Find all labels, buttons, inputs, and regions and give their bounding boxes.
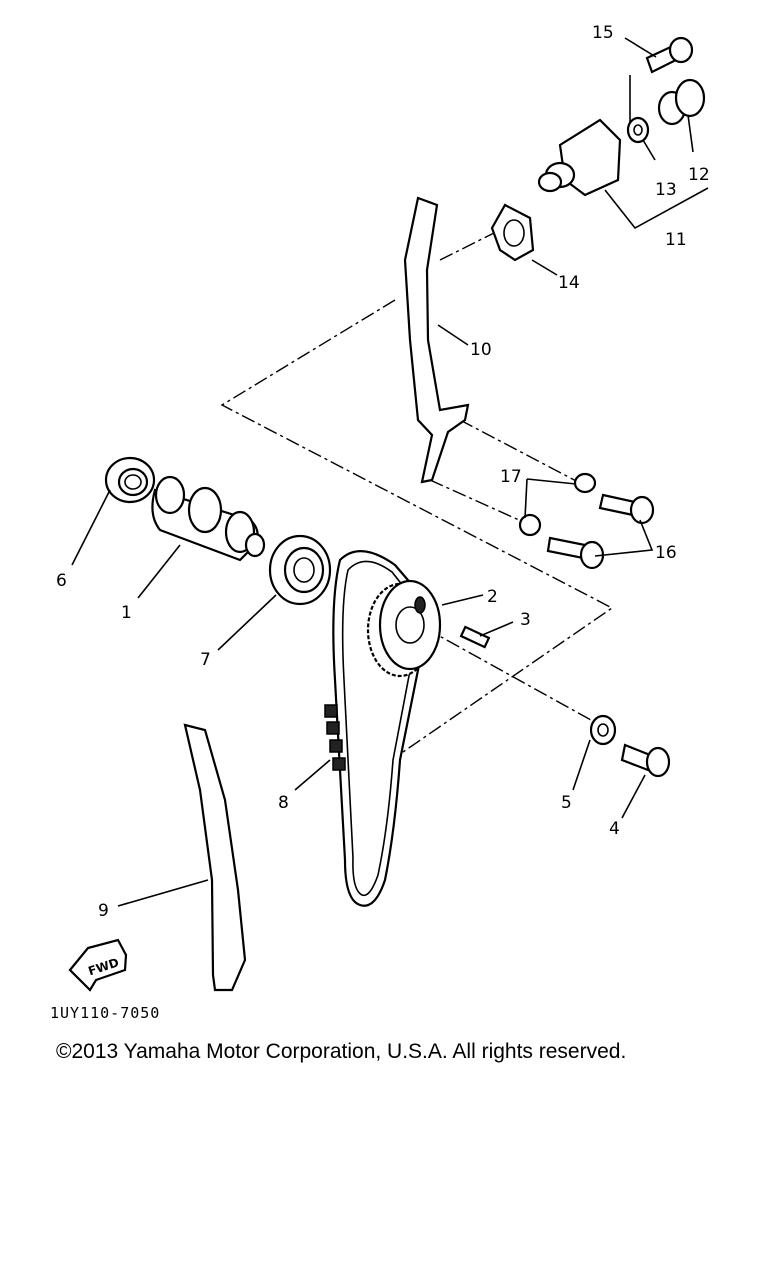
callout-15: 15 [592,23,614,43]
fwd-arrow-icon: FWD [68,938,128,992]
washer-5 [589,714,617,746]
camshaft [151,475,266,562]
washer-13 [626,116,650,144]
callout-5: 5 [561,793,572,813]
callout-14: 14 [558,273,580,293]
callout-1: 1 [121,603,132,623]
callout-7: 7 [200,650,211,670]
chain-guide [183,723,247,992]
gasket [490,203,535,262]
callout-10: 10 [470,340,492,360]
bolt-15 [645,36,694,74]
callout-17: 17 [500,467,522,487]
dowel-pin [459,625,491,649]
callout-8: 8 [278,793,289,813]
cam-sprocket [366,579,442,678]
diagram-code: 1UY110-7050 [50,1004,161,1022]
callout-4: 4 [609,819,620,839]
washer-17-lower [518,513,542,537]
bolt-4 [620,743,671,778]
assembly-lines [220,75,631,753]
camshaft-chain-diagram: FWD 1 2 3 4 5 6 7 8 9 10 11 12 13 14 15 … [56,23,710,992]
leader-lines [71,37,709,907]
callout-3: 3 [520,610,531,630]
tensioner-assembly [537,118,622,197]
bearing-small [104,456,156,504]
callout-13: 13 [655,180,677,200]
tensioner-arm [403,196,470,484]
copyright-notice: ©2013 Yamaha Motor Corporation, U.S.A. A… [56,1040,627,1063]
callout-16: 16 [655,543,677,563]
cap-bolt-12 [657,78,706,126]
bolts-16 [546,493,655,570]
callout-11: 11 [665,230,687,250]
callout-12: 12 [688,165,710,185]
callout-6: 6 [56,571,67,591]
callout-2: 2 [487,587,498,607]
callout-9: 9 [98,901,109,921]
bearing-large [268,534,332,606]
washer-17-upper [573,472,597,494]
